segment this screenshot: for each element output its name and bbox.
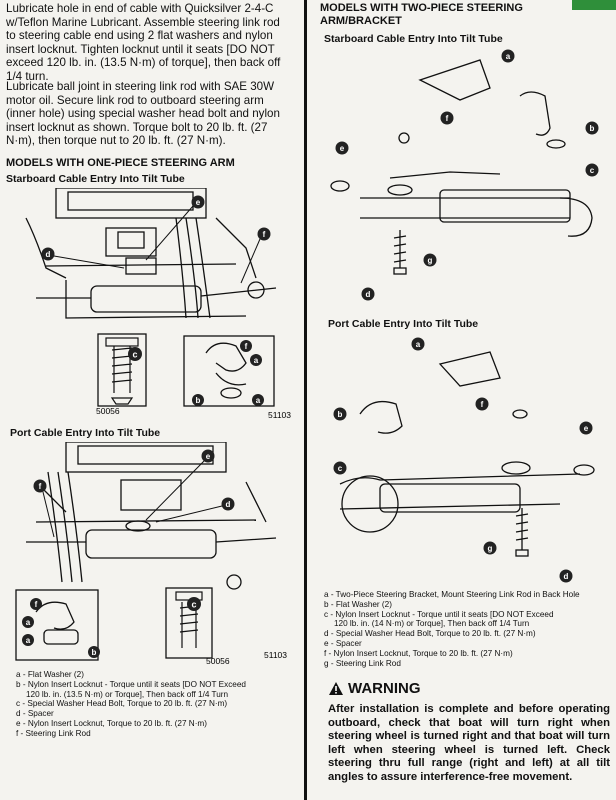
svg-text:b: b (196, 396, 201, 405)
svg-text:f: f (263, 230, 266, 239)
svg-text:b: b (590, 124, 595, 133)
svg-text:d: d (226, 500, 231, 509)
one-piece-starboard-diagram: c 50056 f a b a 51103 e d f (25, 188, 291, 420)
two-piece-heading-line2: ARM/BRACKET (320, 15, 402, 27)
intro-paragraph-2: Lubricate ball joint in steering link ro… (6, 80, 280, 148)
legend-item: a - Two-Piece Steering Bracket, Mount St… (324, 590, 580, 599)
two-piece-starboard-title: Starboard Cable Entry Into Tilt Tube (324, 33, 503, 45)
one-piece-port-diagram: f a a b c 50056 51103 e d f (15, 442, 287, 664)
legend-item: a - Flat Washer (2) (16, 670, 84, 679)
warning-triangle-icon (329, 682, 343, 695)
svg-text:a: a (256, 396, 261, 405)
legend-item: d - Special Washer Head Bolt, Torque to … (324, 629, 536, 639)
two-piece-port-title: Port Cable Entry Into Tilt Tube (328, 318, 479, 330)
svg-text:d: d (564, 572, 569, 581)
svg-text:f: f (446, 114, 449, 123)
svg-text:c: c (338, 464, 343, 473)
legend-item: 120 lb. in. (14 N·m) or Torque], Then ba… (334, 619, 530, 629)
legend-item: 120 lb. in. (13.5 N·m) or Torque], Then … (26, 689, 229, 699)
legend-item: d - Spacer (16, 709, 54, 719)
fig1-number-a: 50056 (96, 406, 120, 416)
svg-text:e: e (584, 424, 589, 433)
svg-text:b: b (338, 410, 343, 419)
one-piece-port-title: Port Cable Entry Into Tilt Tube (10, 427, 161, 439)
svg-text:a: a (26, 618, 31, 627)
svg-text:d: d (366, 290, 371, 299)
intro-paragraph-1: Lubricate hole in end of cable with Quic… (6, 2, 281, 83)
svg-text:f: f (245, 342, 248, 351)
two-piece-starboard-diagram: a f b e c g d (330, 49, 599, 301)
svg-text:a: a (506, 52, 511, 61)
svg-text:f: f (481, 400, 484, 409)
two-piece-legend: a - Two-Piece Steering Bracket, Mount St… (324, 590, 580, 668)
legend-item: c - Nylon Insert Locknut - Torque until … (324, 609, 554, 619)
legend-item: c - Special Washer Head Bolt, Torque to … (16, 699, 228, 709)
one-piece-starboard-title: Starboard Cable Entry Into Tilt Tube (6, 173, 185, 185)
legend-item: g - Steering Link Rod (324, 658, 401, 668)
svg-text:e: e (206, 452, 211, 461)
fig2-number-b: 51103 (264, 650, 287, 660)
warning-title: WARNING (348, 680, 421, 697)
warning-heading: WARNING (328, 680, 421, 697)
callout-c-fig1: c (132, 350, 137, 360)
two-piece-heading-line1: MODELS WITH TWO-PIECE STEERING (320, 2, 523, 14)
legend-item: b - Nylon Insert Locknut - Torque until … (16, 679, 246, 689)
fig1-number-b: 51103 (268, 410, 291, 420)
svg-text:e: e (340, 144, 345, 153)
two-piece-port-diagram: a b f e c g d (333, 337, 595, 583)
legend-item: e - Nylon Insert Locknut, Torque to 20 l… (16, 718, 207, 728)
section-tab (572, 0, 616, 10)
svg-text:c: c (191, 600, 196, 610)
legend-item: f - Steering Link Rod (16, 728, 91, 738)
svg-text:f: f (39, 482, 42, 491)
svg-text:a: a (416, 340, 421, 349)
one-piece-legend: a - Flat Washer (2) b - Nylon Insert Loc… (16, 670, 246, 739)
fig2-number-a: 50056 (206, 656, 230, 664)
legend-item: b - Flat Washer (2) (324, 599, 392, 609)
svg-text:e: e (196, 198, 201, 207)
svg-text:g: g (428, 256, 433, 265)
legend-item: f - Nylon Insert Locknut, Torque to 20 l… (324, 648, 513, 658)
svg-text:a: a (26, 636, 31, 645)
svg-text:b: b (92, 648, 97, 657)
svg-text:c: c (590, 166, 595, 175)
svg-text:a: a (254, 356, 259, 365)
warning-text: After installation is complete and befor… (328, 703, 610, 783)
column-divider (304, 0, 307, 800)
legend-item: e - Spacer (324, 638, 362, 648)
svg-text:f: f (35, 600, 38, 609)
one-piece-heading: MODELS WITH ONE-PIECE STEERING ARM (6, 157, 235, 169)
svg-text:g: g (488, 544, 493, 553)
svg-text:d: d (46, 250, 51, 259)
